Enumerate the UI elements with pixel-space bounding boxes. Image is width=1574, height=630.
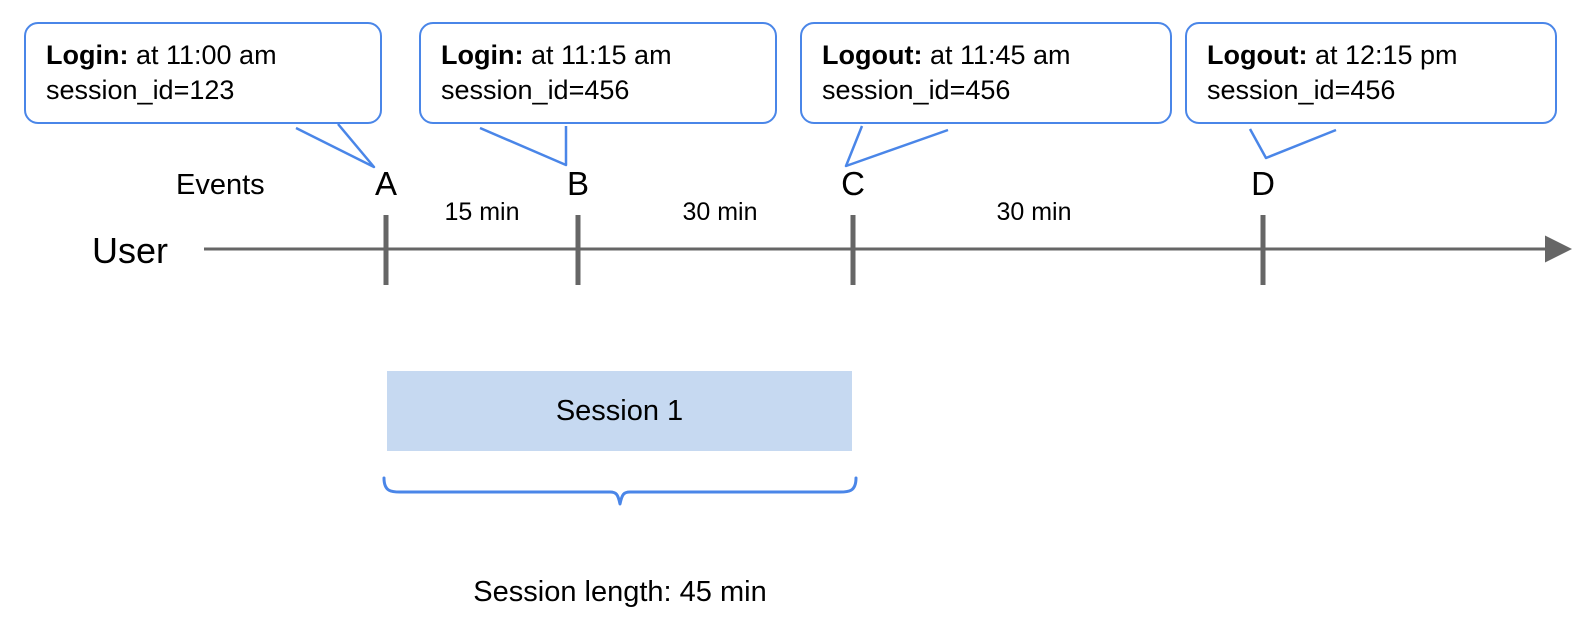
callout-tail-b [479,126,568,167]
callout-c-line1: Logout: at 11:45 am [822,38,1152,73]
callout-d-meta: session_id=456 [1207,75,1396,106]
event-label-a: A [374,165,398,202]
callout-d-kind: Logout: [1207,40,1308,70]
callout-tail-d [1248,128,1337,160]
interval-label-c-d: 30 min [996,198,1072,226]
callout-a-line1: Login: at 11:00 am [46,38,362,73]
callout-b-meta: session_id=456 [441,75,630,106]
event-label-b: B [566,165,590,202]
row-label-user: User [92,230,169,271]
session-bar[interactable]: Session 1 [387,371,852,451]
callout-bubble-c[interactable]: Logout: at 11:45 am session_id=456 [800,22,1172,125]
callout-b-detail: at 11:15 am [523,40,672,70]
callout-a-detail: at 11:00 am [128,40,277,70]
callout-c-kind: Logout: [822,40,923,70]
callout-c-detail: at 11:45 am [922,40,1071,70]
session-brace [382,476,858,506]
row-label-events: Events [176,169,265,201]
callout-b-kind: Login: [441,40,524,70]
event-label-d: D [1251,165,1275,202]
session-length-caption: Session length: 45 min [473,576,767,608]
callout-tail-a [295,123,376,169]
callout-d-detail: at 12:15 pm [1307,40,1458,70]
callout-a-kind: Login: [46,40,129,70]
interval-label-b-c: 30 min [682,198,758,226]
callout-b-line1: Login: at 11:15 am [441,38,757,73]
interval-label-a-b: 15 min [444,198,520,226]
callout-a-meta: session_id=123 [46,75,235,106]
callout-bubble-d[interactable]: Logout: at 12:15 pm session_id=456 [1185,22,1557,125]
session-bar-label: Session 1 [555,394,684,427]
event-label-c: C [841,165,865,202]
callout-bubble-a[interactable]: Login: at 11:00 am session_id=123 [24,22,382,125]
callout-tail-c [844,125,949,168]
callout-c-meta: session_id=456 [822,75,1011,106]
callout-d-line1: Logout: at 12:15 pm [1207,38,1537,73]
callout-bubble-b[interactable]: Login: at 11:15 am session_id=456 [419,22,777,125]
